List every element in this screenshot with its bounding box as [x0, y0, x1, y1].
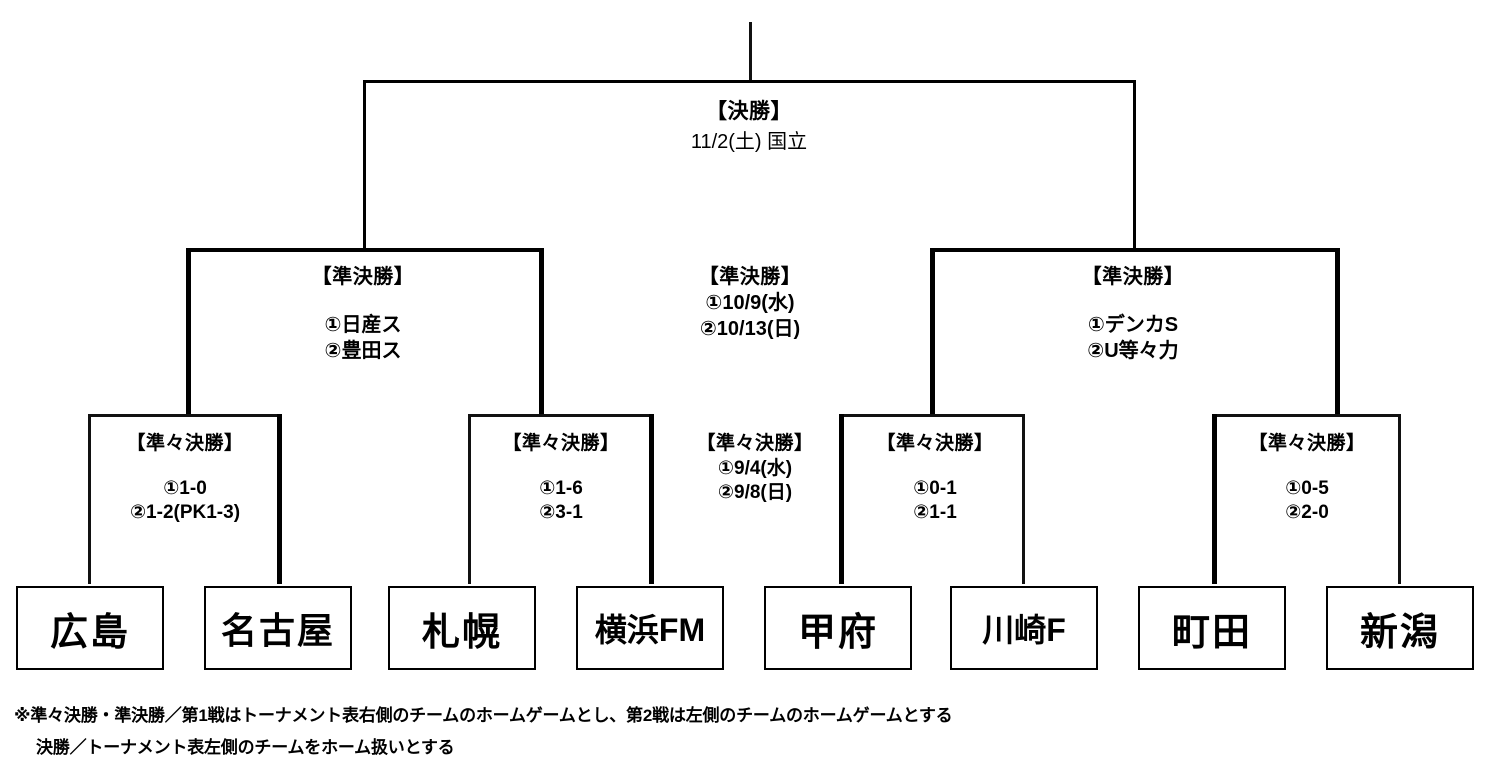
team-label-niigata: 新潟 [1359, 611, 1440, 654]
quarterfinal-3-leg1: ①0-1 [913, 477, 957, 499]
team-label-kofu: 甲府 [797, 611, 878, 654]
semifinal-left-leg1: ①日産ス [324, 314, 402, 336]
final-detail: 11/2(土) 国立 [690, 131, 808, 154]
quarterfinal-3-leg-right [1022, 414, 1025, 584]
quarterfinal-schedule-title: 【準々決勝】 [696, 433, 814, 454]
semifinal-right-title: 【準決勝】 [1081, 266, 1185, 288]
quarterfinal-2-leg-left [468, 414, 471, 584]
semifinal-left-title: 【準決勝】 [311, 266, 415, 288]
team-box-hiroshima[interactable]: 広島 [16, 586, 164, 670]
team-label-hiroshima: 広島 [49, 611, 130, 654]
team-box-sapporo[interactable]: 札幌 [388, 586, 536, 670]
final-leg-left [363, 80, 366, 250]
quarterfinal-2-span-line [468, 414, 654, 417]
final-stem-line [749, 22, 752, 82]
quarterfinal-4-leg2: ②2-0 [1285, 502, 1329, 524]
final-leg-right [1133, 80, 1136, 250]
final-block: 【決勝】 11/2(土) 国立 [549, 98, 949, 155]
team-box-niigata[interactable]: 新潟 [1326, 586, 1474, 670]
semifinal-schedule-block: 【準決勝】 ①10/9(水) ②10/13(日) [620, 264, 880, 342]
semifinal-right-block: 【準決勝】 ①デンカS ②U等々力 [1000, 264, 1266, 364]
team-box-machida[interactable]: 町田 [1138, 586, 1286, 670]
quarterfinal-2-title: 【準々決勝】 [502, 433, 620, 454]
final-title: 【決勝】 [706, 100, 792, 123]
team-label-sapporo: 札幌 [421, 611, 502, 654]
quarterfinal-3-spacer [840, 457, 1030, 477]
quarterfinal-1-leg1: ①1-0 [163, 477, 207, 499]
quarterfinal-1-leg-right [277, 414, 282, 584]
footnote-block: ※準々決勝・準決勝／第1戦はトーナメント表右側のチームのホームゲームとし、第2戦… [14, 700, 1474, 765]
quarterfinal-2-block: 【準々決勝】 ①1-6 ②3-1 [450, 432, 672, 526]
quarterfinal-2-leg1: ①1-6 [539, 477, 583, 499]
semifinal-left-leg-right [539, 248, 544, 416]
semifinal-right-spacer [1000, 290, 1266, 312]
team-label-machida: 町田 [1171, 611, 1252, 654]
team-label-yokohama-fm: 横浜FM [594, 612, 706, 648]
semifinal-right-leg-left [930, 248, 935, 416]
quarterfinal-4-title: 【準々決勝】 [1248, 433, 1366, 454]
semifinal-right-leg-right [1335, 248, 1340, 416]
semifinal-schedule-leg1: ①10/9(水) [705, 292, 795, 314]
semifinal-schedule-title: 【準決勝】 [698, 266, 802, 288]
quarterfinal-3-block: 【準々決勝】 ①0-1 ②1-1 [840, 432, 1030, 526]
semifinal-schedule-leg2: ②10/13(日) [699, 318, 801, 340]
semifinal-right-span-line [930, 248, 1340, 252]
quarterfinal-1-leg-left [88, 414, 91, 584]
quarterfinal-3-leg-left [839, 414, 844, 584]
quarterfinal-schedule-leg2: ②9/8(日) [717, 482, 793, 504]
footnote-line-1: ※準々決勝・準決勝／第1戦はトーナメント表右側のチームのホームゲームとし、第2戦… [14, 706, 953, 725]
semifinal-left-spacer [230, 290, 496, 312]
quarterfinal-3-span-line [839, 414, 1025, 417]
quarterfinal-2-leg2: ②3-1 [539, 502, 583, 524]
semifinal-right-leg2: ②U等々力 [1087, 340, 1179, 362]
team-label-kawasaki-f: 川崎F [982, 612, 1066, 648]
quarterfinal-1-spacer [68, 457, 302, 477]
quarterfinal-2-leg-right [649, 414, 654, 584]
quarterfinal-3-leg2: ②1-1 [913, 502, 957, 524]
quarterfinal-4-block: 【準々決勝】 ①0-5 ②2-0 [1210, 432, 1404, 526]
team-box-yokohama-fm[interactable]: 横浜FM [576, 586, 724, 670]
team-box-kofu[interactable]: 甲府 [764, 586, 912, 670]
semifinal-left-span-line [186, 248, 544, 252]
quarterfinal-4-leg-left [1212, 414, 1217, 584]
quarterfinal-4-span-line [1212, 414, 1401, 417]
quarterfinal-3-title: 【準々決勝】 [876, 433, 994, 454]
team-box-nagoya[interactable]: 名古屋 [204, 586, 352, 670]
quarterfinal-4-leg1: ①0-5 [1285, 477, 1329, 499]
quarterfinal-1-leg2: ②1-2(PK1-3) [129, 502, 241, 524]
quarterfinal-2-spacer [450, 457, 672, 477]
footnote-line-2: 決勝／トーナメント表左側のチームをホーム扱いとする [36, 738, 455, 758]
semifinal-left-block: 【準決勝】 ①日産ス ②豊田ス [230, 264, 496, 364]
quarterfinal-1-title: 【準々決勝】 [126, 433, 244, 454]
semifinal-left-leg-left [186, 248, 191, 416]
team-label-nagoya: 名古屋 [220, 610, 335, 651]
quarterfinal-schedule-leg1: ①9/4(水) [717, 457, 793, 479]
quarterfinal-1-span-line [88, 414, 282, 417]
team-box-kawasaki-f[interactable]: 川崎F [950, 586, 1098, 670]
semifinal-right-leg1: ①デンカS [1087, 314, 1179, 336]
quarterfinal-1-block: 【準々決勝】 ①1-0 ②1-2(PK1-3) [68, 432, 302, 526]
quarterfinal-schedule-block: 【準々決勝】 ①9/4(水) ②9/8(日) [662, 432, 848, 506]
quarterfinal-4-leg-right [1398, 414, 1401, 584]
final-span-line [363, 80, 1136, 83]
semifinal-left-leg2: ②豊田ス [324, 340, 402, 362]
quarterfinal-4-spacer [1210, 457, 1404, 477]
